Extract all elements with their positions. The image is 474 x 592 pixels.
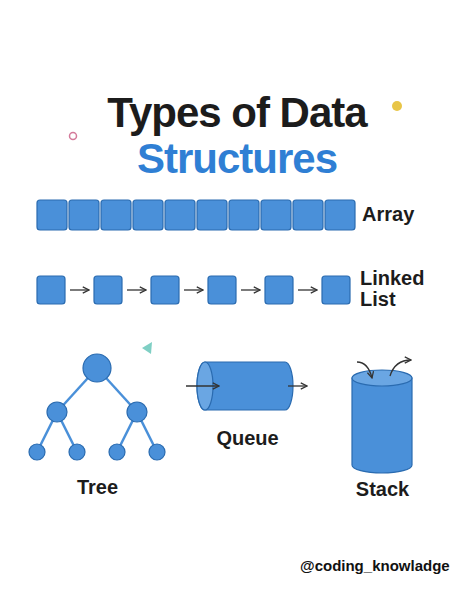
- array-cell: [133, 200, 163, 230]
- tree-leaf: [29, 444, 45, 460]
- tree-leaf: [69, 444, 85, 460]
- decor-ring: [70, 133, 77, 140]
- tree-leaf: [109, 444, 125, 460]
- tree-leaf: [149, 444, 165, 460]
- list-node: [151, 276, 179, 304]
- tree-node: [47, 402, 67, 422]
- list-node: [322, 276, 350, 304]
- structure-label: Stack: [340, 479, 425, 500]
- title: Types of Data Structures: [57, 90, 417, 182]
- tree-root: [83, 354, 111, 382]
- array-cell: [229, 200, 259, 230]
- pop-arrow: [390, 360, 411, 376]
- structure-node: Linked List: [30, 265, 444, 315]
- list-node: [265, 276, 293, 304]
- stack-cylinder: [352, 378, 412, 473]
- structure-label: Queue: [180, 428, 315, 449]
- array-cell: [293, 200, 323, 230]
- array-cell: [261, 200, 291, 230]
- array-cell: [165, 200, 195, 230]
- list-pointer: [127, 289, 146, 290]
- list-pointer: [70, 289, 89, 290]
- list-pointer: [241, 289, 260, 290]
- array-cell: [69, 200, 99, 230]
- enqueue-arrow: [186, 385, 219, 386]
- decor-triangle: [142, 342, 152, 354]
- dequeue-arrow: [288, 385, 307, 386]
- structure-label: Array: [362, 204, 442, 225]
- list-pointer: [184, 289, 203, 290]
- structure-label: Linked List: [360, 268, 432, 310]
- structure-node: Queue: [180, 350, 315, 455]
- push-arrow: [357, 362, 372, 378]
- structure-node: Stack: [340, 355, 425, 505]
- array-cell: [197, 200, 227, 230]
- stack-top: [352, 370, 412, 386]
- tree-node: [127, 402, 147, 422]
- structure-label: Tree: [20, 477, 175, 498]
- list-node: [94, 276, 122, 304]
- structure-node: Array: [30, 192, 444, 238]
- decor-dot: [392, 101, 402, 111]
- array-cell: [325, 200, 355, 230]
- watermark: @coding_knowladge: [300, 557, 450, 574]
- list-node: [37, 276, 65, 304]
- array-cell: [37, 200, 67, 230]
- array-cell: [101, 200, 131, 230]
- list-pointer: [298, 289, 317, 290]
- list-node: [208, 276, 236, 304]
- structure-node: Tree: [20, 345, 175, 505]
